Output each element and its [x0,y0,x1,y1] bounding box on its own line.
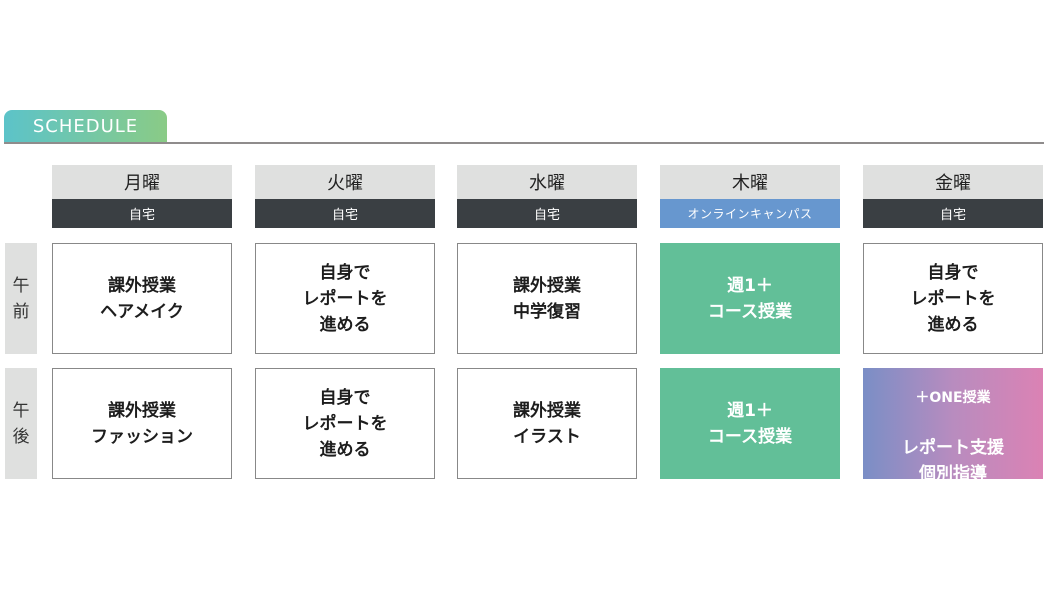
day-header: 水曜 [457,165,637,199]
friday-am-cell: 自身で レポートを 進める [863,243,1043,354]
wednesday-am-cell: 課外授業 中学復習 [457,243,637,354]
day-header: 火曜 [255,165,435,199]
column-wednesday: 水曜 自宅 [457,165,637,228]
column-friday: 金曜 自宅 [863,165,1043,228]
day-header: 木曜 [660,165,840,199]
friday-pm-cell: ＋ONE授業 レポート支援 個別指導 [863,368,1043,484]
thursday-pm-cell: 週1＋ コース授業 [660,368,840,479]
location-badge: 自宅 [255,199,435,228]
location-badge: 自宅 [457,199,637,228]
plus-one-heading: ＋ONE授業 [915,389,991,406]
column-tuesday: 火曜 自宅 [255,165,435,228]
row-label-pm: 午 後 [5,368,37,479]
monday-am-cell: 課外授業 ヘアメイク [52,243,232,354]
column-thursday: 木曜 オンラインキャンパス [660,165,840,228]
tuesday-am-cell: 自身で レポートを 進める [255,243,435,354]
friday-pm-text: レポート支援 個別指導 [902,437,1004,484]
location-badge-online: オンラインキャンパス [660,199,840,228]
day-header: 月曜 [52,165,232,199]
column-monday: 月曜 自宅 [52,165,232,228]
thursday-am-cell: 週1＋ コース授業 [660,243,840,354]
monday-pm-cell: 課外授業 ファッション [52,368,232,479]
wednesday-pm-cell: 課外授業 イラスト [457,368,637,479]
row-label-am: 午 前 [5,243,37,354]
location-badge: 自宅 [863,199,1043,228]
day-header: 金曜 [863,165,1043,199]
location-badge: 自宅 [52,199,232,228]
header-divider [4,142,1044,144]
schedule-tab: SCHEDULE [4,110,167,143]
tuesday-pm-cell: 自身で レポートを 進める [255,368,435,479]
